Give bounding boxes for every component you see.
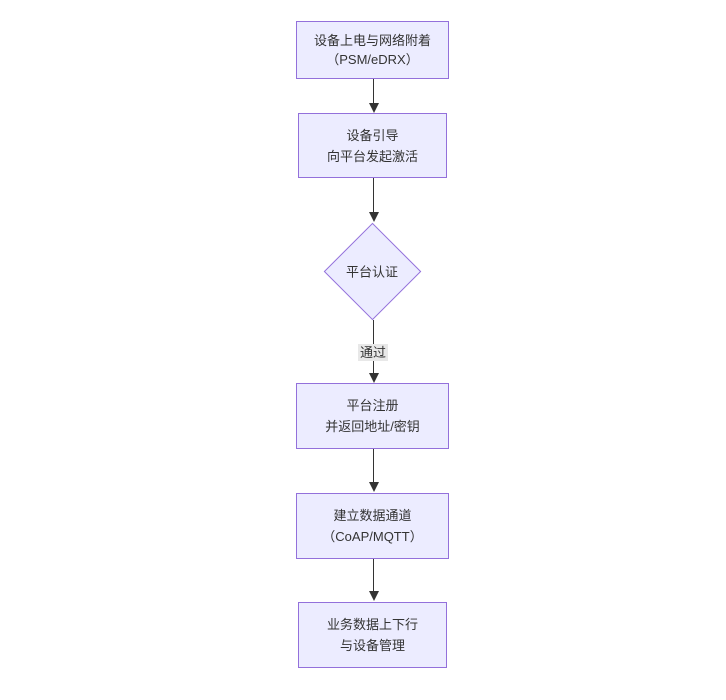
arrow-shaft (373, 79, 374, 103)
arrowhead-icon (368, 591, 379, 601)
flow-arrow-1 (368, 79, 379, 113)
flow-node-business-data: 业务数据上下行 与设备管理 (298, 602, 447, 668)
node-label-line: 与设备管理 (339, 638, 405, 653)
node-label-line: 设备上电与网络附着 (313, 33, 431, 48)
flow-node-platform-register: 平台注册 并返回地址/密钥 (296, 383, 449, 449)
node-label-line: 设备引导 (346, 127, 399, 143)
node-label-line: （PSM/eDRX） (326, 52, 419, 67)
arrow-shaft (373, 449, 374, 482)
arrowhead-icon (368, 482, 379, 492)
node-label-line: 向平台发起激活 (326, 148, 418, 164)
node-label-line: 建立数据通道 (333, 508, 412, 523)
arrowhead-icon (368, 103, 379, 113)
arrowhead-icon (368, 212, 379, 222)
flow-arrow-2 (368, 178, 379, 222)
node-label-line: 业务数据上下行 (326, 617, 418, 632)
flow-arrow-4 (368, 449, 379, 492)
node-label-line: 并返回地址/密钥 (325, 419, 420, 434)
arrow-shaft (373, 559, 374, 591)
node-label-line: （CoAP/MQTT） (322, 529, 423, 544)
arrowhead-icon (368, 373, 379, 383)
node-label-line: 平台注册 (346, 398, 399, 413)
flow-node-data-channel: 建立数据通道 （CoAP/MQTT） (296, 493, 449, 559)
edge-label-pass: 通过 (357, 344, 389, 361)
flow-node-bootstrap: 设备引导 向平台发起激活 (298, 113, 447, 178)
arrow-shaft (373, 178, 374, 212)
flow-arrow-5 (368, 559, 379, 601)
node-label-line: 平台认证 (345, 264, 399, 280)
flow-node-power-attach: 设备上电与网络附着 （PSM/eDRX） (296, 21, 449, 79)
